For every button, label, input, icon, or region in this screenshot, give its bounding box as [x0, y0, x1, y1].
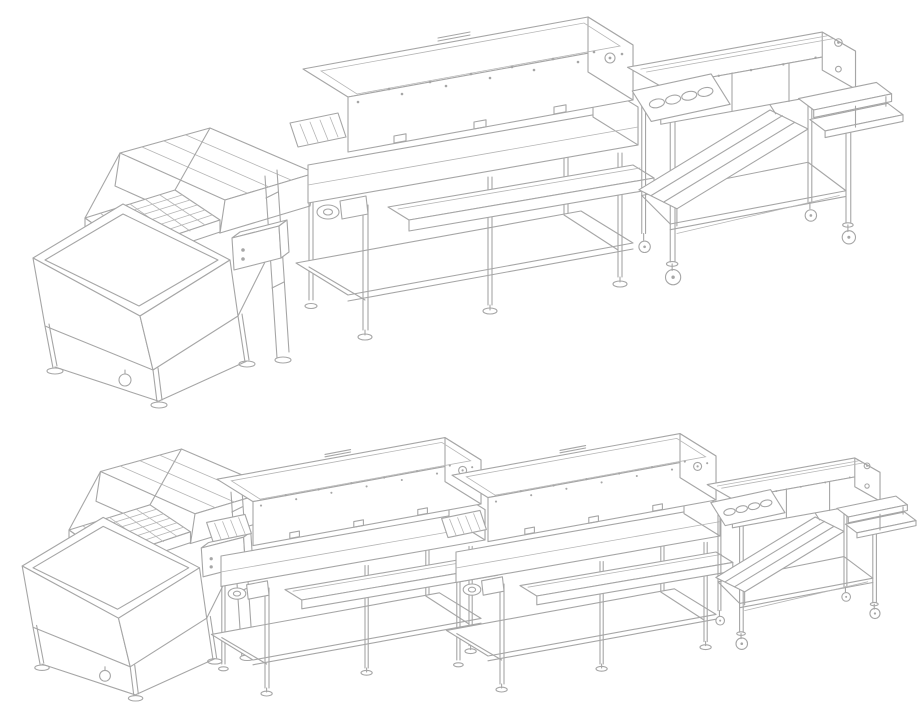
top-outfeed-unit [626, 31, 904, 286]
top-processing-unit [289, 16, 655, 341]
top-infeed-hopper [32, 127, 316, 409]
bottom-outfeed-unit [706, 457, 917, 650]
row-top-configuration [32, 16, 904, 409]
bottom-processing-unit-2 [441, 433, 734, 693]
row-bottom-configuration [21, 433, 917, 702]
